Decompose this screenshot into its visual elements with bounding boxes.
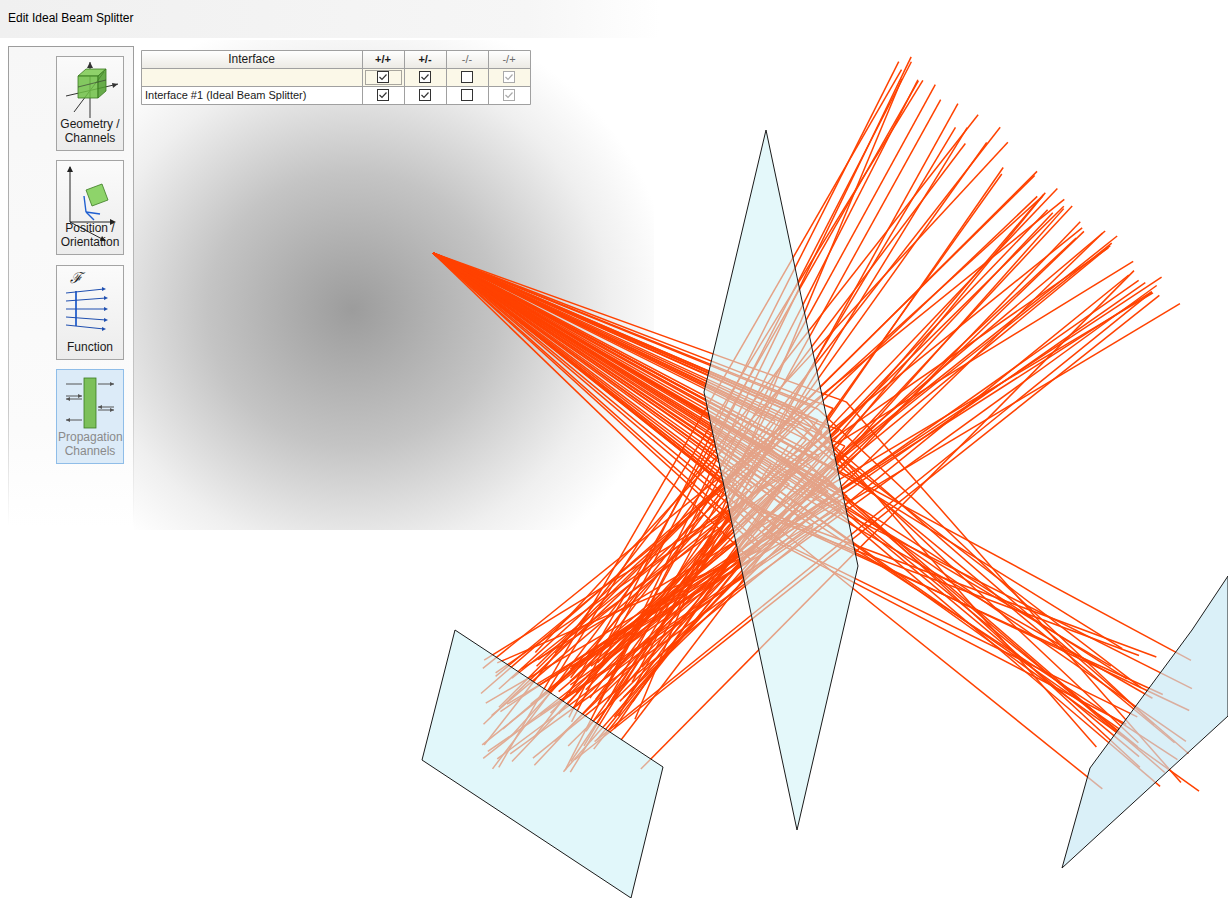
ray <box>571 277 1161 667</box>
ray <box>847 500 1127 679</box>
ray <box>591 280 1139 666</box>
checkboxes <box>378 72 515 101</box>
button-label: Position / Orientation <box>58 221 122 249</box>
sidebar-button: Position / Orientation <box>56 160 124 255</box>
detector-planes <box>422 130 1228 898</box>
ray <box>818 409 1154 725</box>
sidebar-button: Function <box>56 265 124 360</box>
ray <box>842 497 1117 733</box>
button-ground <box>56 160 124 255</box>
ray <box>560 292 1152 671</box>
ray <box>575 295 1160 759</box>
right-plane <box>1062 576 1228 868</box>
left-plane <box>422 630 663 898</box>
column-header: -/- <box>446 50 488 68</box>
beam-splitter-plane <box>704 130 858 830</box>
column-header: +/- <box>404 50 446 68</box>
ray <box>642 206 1072 667</box>
ray <box>620 233 1103 701</box>
ray <box>829 467 1122 649</box>
propagation-icon <box>66 378 114 428</box>
sidebar-button: Geometry / Channels <box>56 56 124 151</box>
sidebar-button: Propagation Channels <box>56 369 124 464</box>
ray <box>804 461 1164 773</box>
column-header: -/+ <box>488 50 530 68</box>
button-label: Propagation Channels <box>58 430 122 458</box>
ray <box>433 253 738 486</box>
side-panel <box>9 47 134 527</box>
title-bar <box>0 0 660 38</box>
geometry-icon <box>66 62 118 118</box>
window-title: Edit Ideal Beam Splitter <box>8 11 133 25</box>
channel-table <box>142 51 531 105</box>
title-border <box>0 38 660 39</box>
button-ground <box>56 56 124 151</box>
function-icon <box>66 287 108 331</box>
button-ground <box>56 369 124 464</box>
ray <box>595 292 1152 742</box>
icon-glyph: ℱ <box>62 268 90 288</box>
button-label: Function <box>58 340 122 354</box>
ray <box>624 222 1081 698</box>
table-cell: Interface #1 (Ideal Beam Splitter) <box>145 86 361 104</box>
button-ground <box>56 265 124 360</box>
column-header: Interface <box>141 50 362 68</box>
column-header: +/+ <box>362 50 404 68</box>
ray <box>499 70 902 768</box>
client-shade <box>134 40 654 530</box>
button-label: Geometry / Channels <box>58 117 122 145</box>
